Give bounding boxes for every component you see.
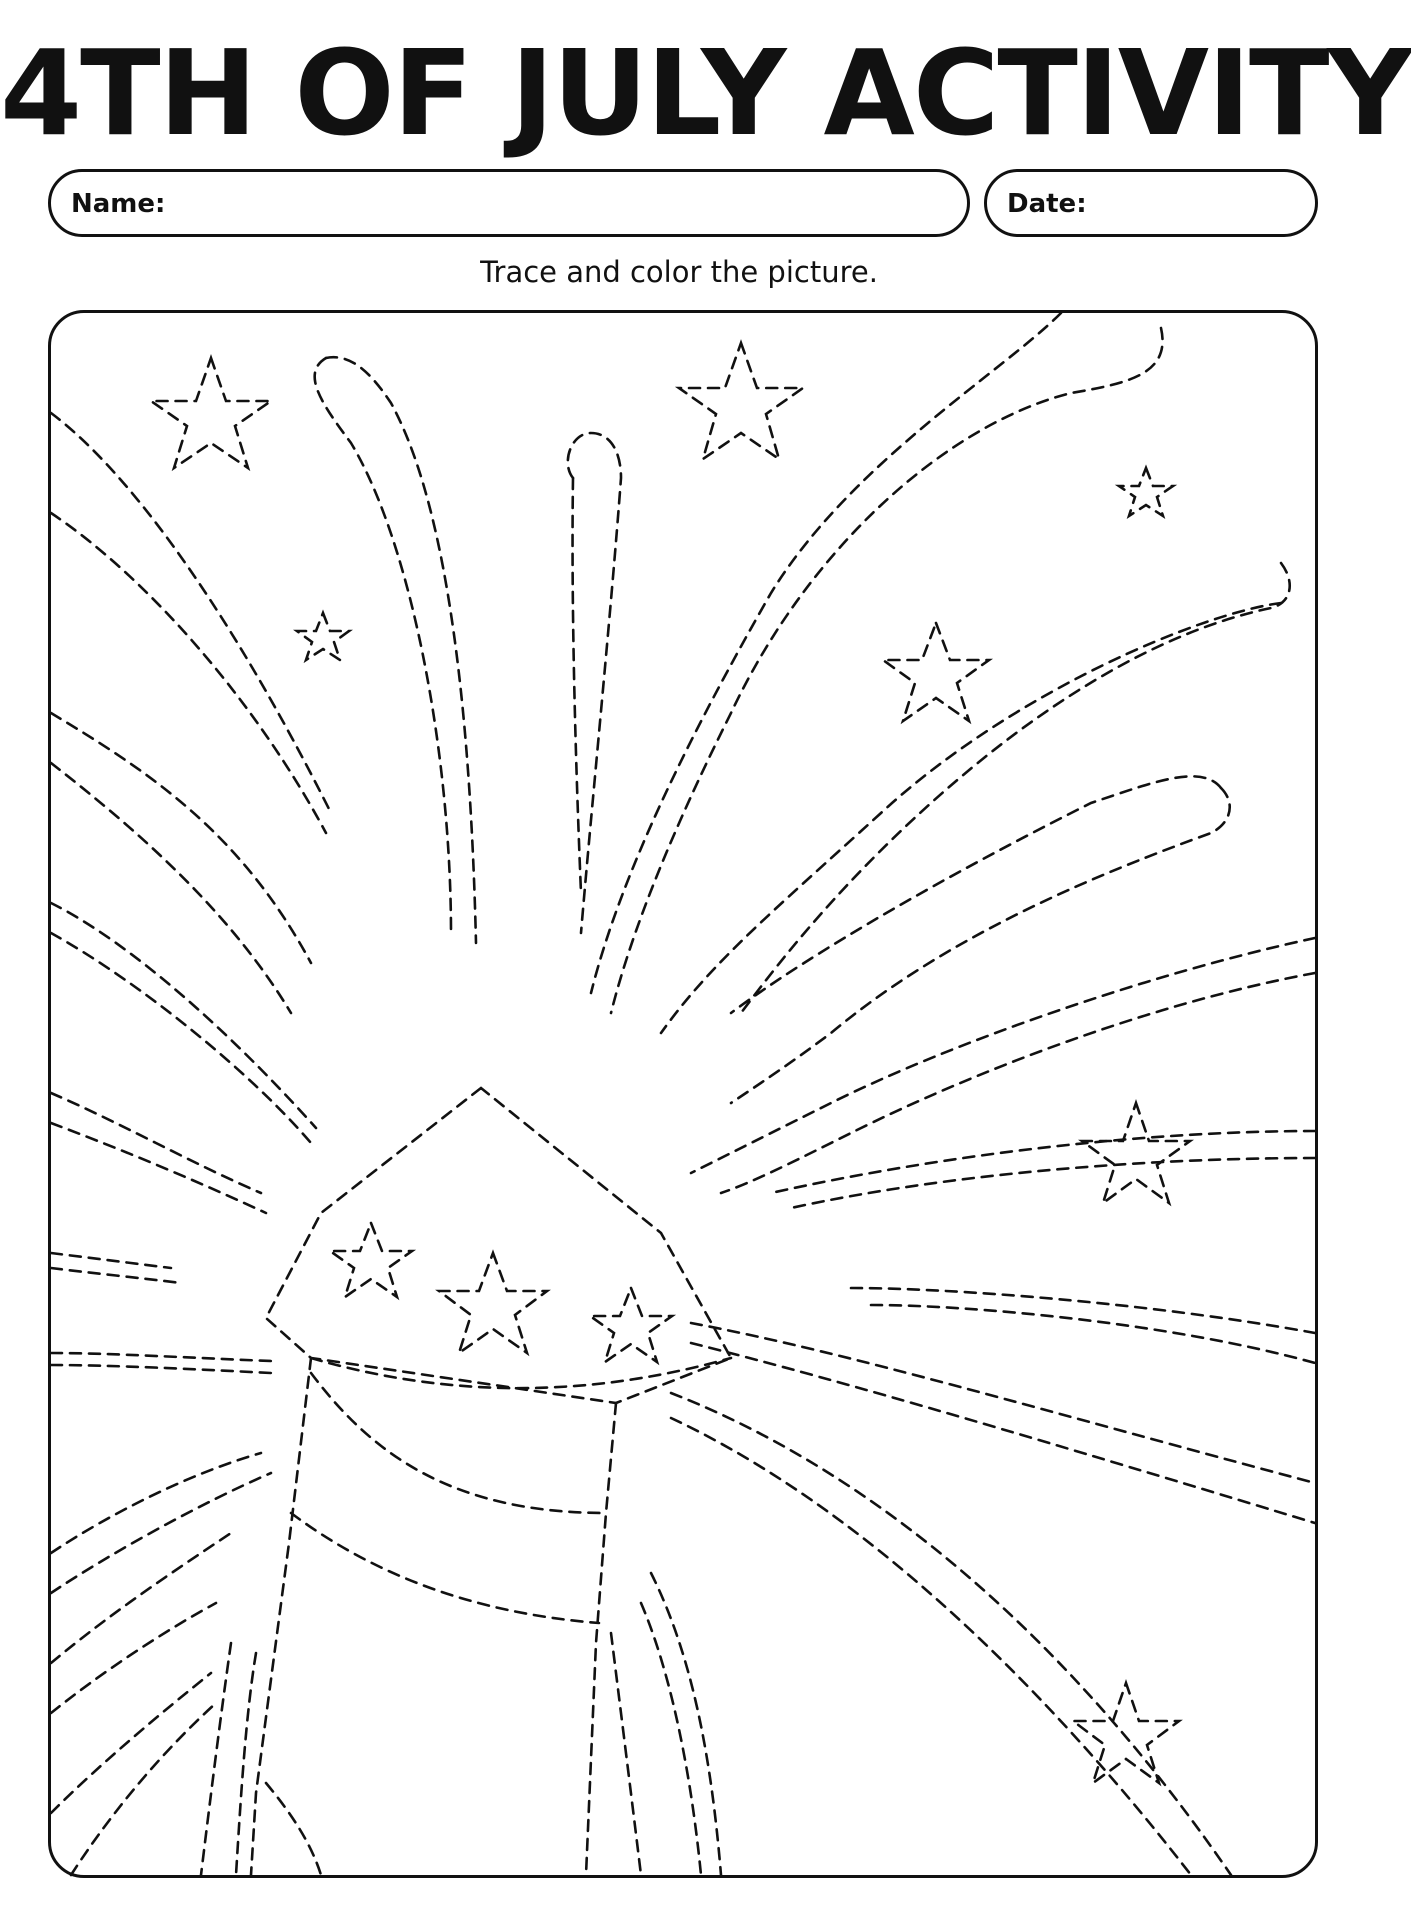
star-outline-icon (674, 339, 808, 463)
date-label: Date: (1007, 189, 1087, 219)
bottom-streaks (199, 1571, 723, 1877)
instruction-text: Trace and color the picture. (480, 255, 878, 289)
star-outline-icon-group (146, 339, 1194, 1787)
star-outline-icon (1078, 1098, 1194, 1207)
star-outline-icon (878, 619, 994, 725)
tracing-area[interactable] (48, 310, 1318, 1878)
upper-streaks (313, 311, 1164, 1015)
date-field[interactable]: Date: (984, 169, 1318, 237)
star-outline-icon (585, 1284, 677, 1366)
right-streaks (659, 561, 1317, 1877)
firework-rocket-icon (249, 1086, 733, 1877)
name-label: Name: (71, 189, 166, 219)
star-outline-icon (146, 354, 276, 472)
star-outline-icon (325, 1219, 417, 1301)
star-outline-icon (1114, 464, 1178, 520)
name-field[interactable]: Name: (48, 169, 970, 237)
firework-tracing-drawing (49, 311, 1317, 1877)
star-outline-icon (293, 609, 353, 664)
left-streaks (49, 411, 333, 1877)
worksheet-title: 4TH OF JULY ACTIVITY (0, 24, 1411, 162)
star-outline-icon (435, 1249, 551, 1357)
star-outline-icon (1069, 1678, 1183, 1787)
